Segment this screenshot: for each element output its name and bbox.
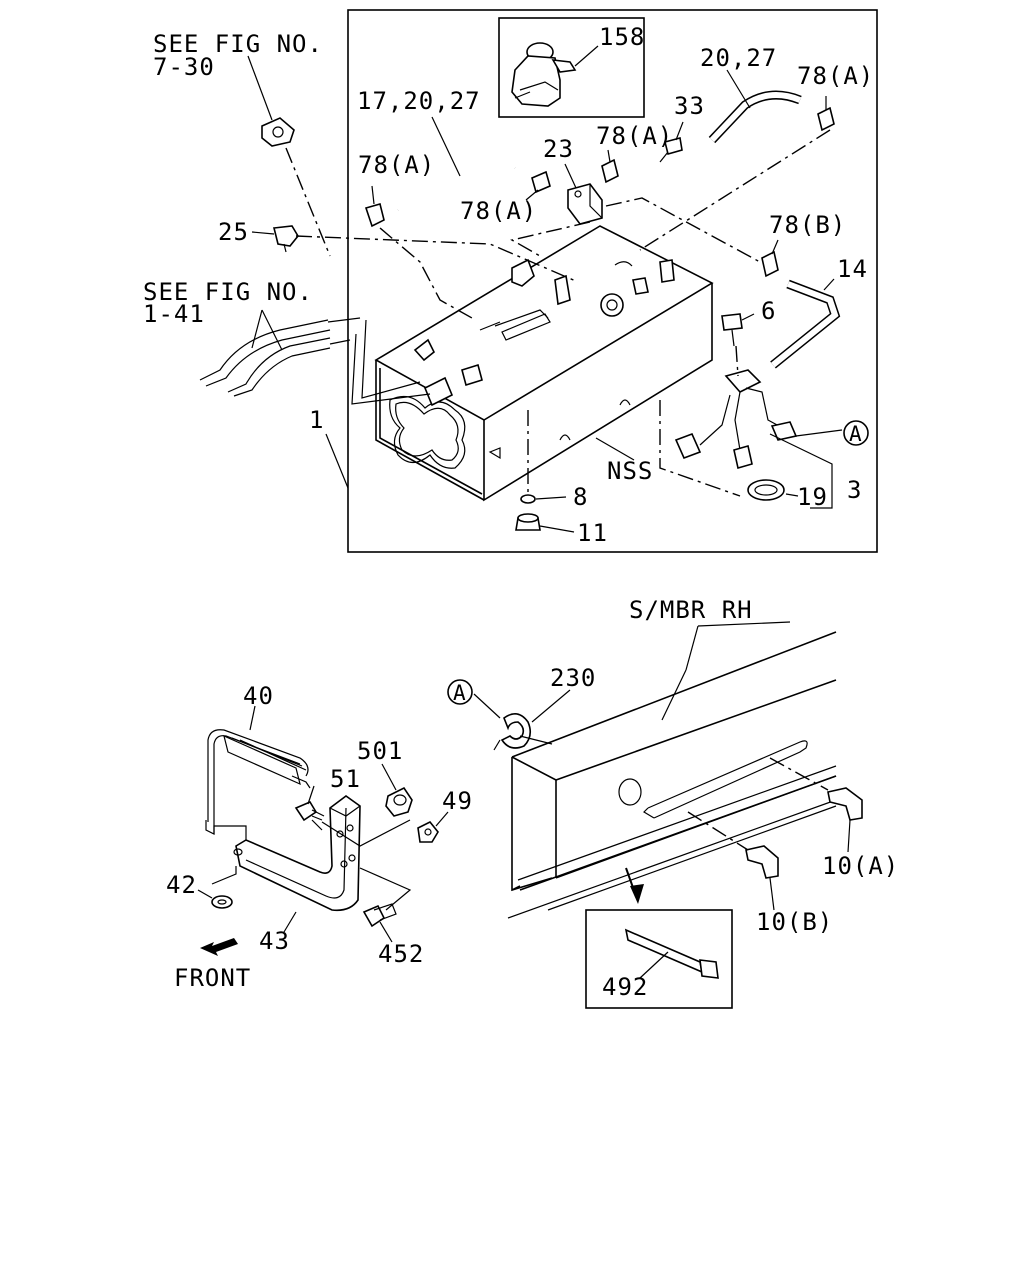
- callout-a-label: A: [849, 422, 862, 446]
- label-6: 6: [761, 297, 776, 325]
- clip-230: [493, 713, 532, 751]
- see-fig-7-30-line2: 7-30: [153, 53, 215, 81]
- label-230: 230: [550, 664, 596, 692]
- label-78a-upper: 78(A): [596, 122, 673, 150]
- label-smbr-rh: S/MBR RH: [629, 596, 753, 624]
- label-33: 33: [674, 92, 705, 120]
- gasket-19: [747, 479, 785, 501]
- fitting-25: [273, 225, 299, 253]
- clip-10b: [745, 845, 779, 879]
- inset-box-158: [498, 17, 645, 118]
- label-501: 501: [357, 737, 403, 765]
- label-3: 3: [847, 476, 862, 504]
- nut-49: [417, 820, 439, 843]
- label-78a-left: 78(A): [358, 151, 435, 179]
- front-arrow-icon: [200, 938, 238, 956]
- label-10b: 10(B): [756, 908, 833, 936]
- washer-42: [211, 895, 233, 909]
- valve-23: [567, 183, 603, 225]
- grommet-7-30: [261, 117, 295, 147]
- label-11: 11: [577, 519, 608, 547]
- label-42: 42: [166, 871, 197, 899]
- screw-6: [721, 313, 743, 347]
- label-8: 8: [573, 483, 588, 511]
- nut-501: [385, 786, 413, 817]
- drain-washer-8: [520, 494, 536, 504]
- inset-box-492: [585, 909, 733, 1009]
- label-452: 452: [378, 940, 424, 968]
- label-25: 25: [218, 218, 249, 246]
- label-10a: 10(A): [822, 852, 899, 880]
- label-17-20-27: 17,20,27: [357, 87, 481, 115]
- label-23: 23: [543, 135, 574, 163]
- bracket-43: [233, 795, 361, 912]
- filler-cap: [511, 258, 535, 287]
- label-492: 492: [602, 973, 648, 1001]
- screw-33: [659, 137, 683, 163]
- label-51: 51: [330, 765, 361, 793]
- see-fig-7-30-line1: SEE FIG NO.: [153, 30, 323, 58]
- callout-a-upper: A: [843, 420, 869, 446]
- cable-tie-492: [624, 928, 719, 979]
- valve-part-158: [511, 42, 577, 107]
- label-front: FRONT: [174, 964, 251, 992]
- fuel-tank: [374, 225, 714, 502]
- fuel-gauge-sender-3: [674, 369, 798, 470]
- clip-78b: [761, 239, 779, 278]
- label-78b: 78(B): [769, 211, 846, 239]
- clip-78a-left: [364, 185, 385, 228]
- bolt-452: [362, 903, 397, 928]
- label-19: 19: [797, 483, 828, 511]
- label-nss: NSS: [607, 457, 653, 485]
- pipes-1-41: [199, 317, 431, 405]
- label-43: 43: [259, 927, 290, 955]
- label-78a-mid: 78(A): [460, 197, 537, 225]
- fuel-tank-frame: [347, 9, 878, 553]
- clip-10a: [827, 787, 863, 821]
- clip-78a-upper: [601, 149, 619, 184]
- bolt-51: [294, 800, 325, 822]
- see-fig-1-41-line1: SEE FIG NO.: [143, 278, 313, 306]
- label-14: 14: [837, 255, 868, 283]
- label-20-27: 20,27: [700, 44, 777, 72]
- drain-plug-11: [515, 513, 541, 531]
- label-78a-right: 78(A): [797, 62, 874, 90]
- clip-78a-right: [817, 96, 835, 132]
- clip-78a-mid: [525, 170, 551, 201]
- strap-40: [205, 729, 311, 835]
- see-fig-1-41-line2: 1-41: [143, 300, 205, 328]
- label-40: 40: [243, 682, 274, 710]
- label-49: 49: [442, 787, 473, 815]
- label-158: 158: [599, 23, 645, 51]
- label-1: 1: [309, 406, 324, 434]
- callout-a-lower: A: [447, 679, 473, 705]
- callout-a-lower-label: A: [453, 681, 466, 705]
